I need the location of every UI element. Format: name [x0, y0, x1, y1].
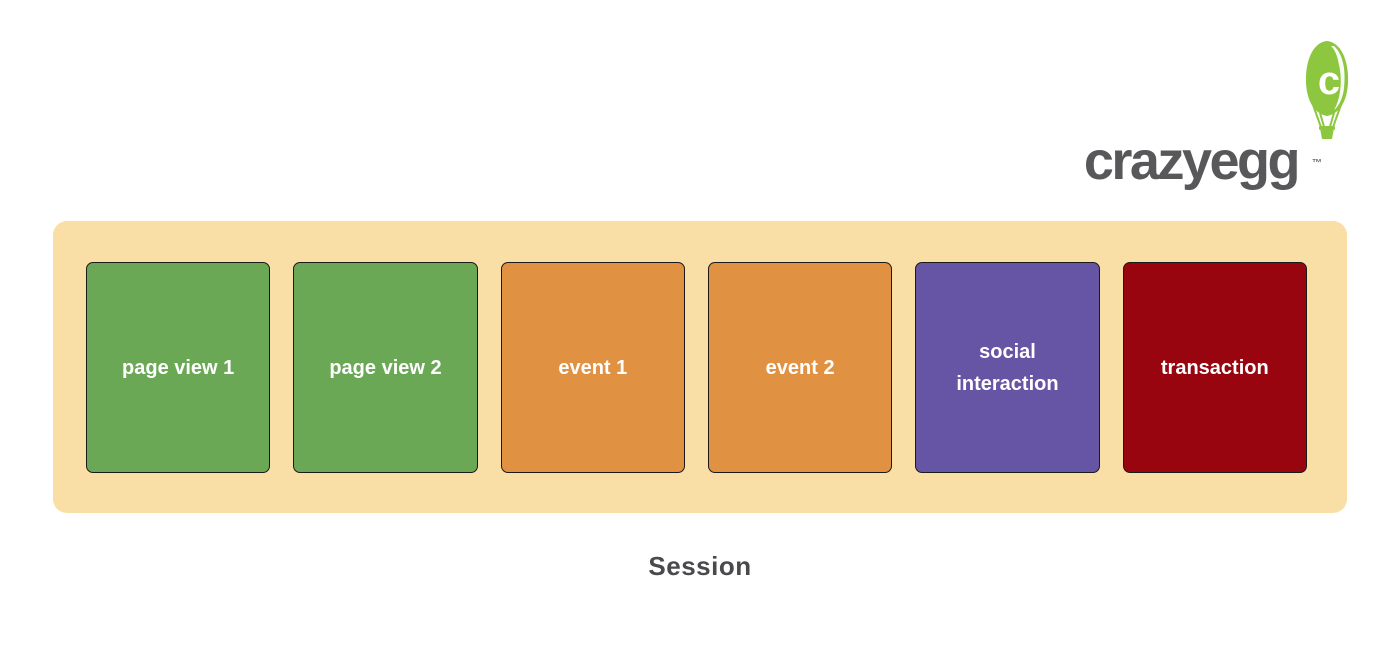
box-social-interaction: social interaction: [915, 262, 1100, 473]
session-container: page view 1 page view 2 event 1 event 2 …: [53, 221, 1347, 513]
crazyegg-logo: c crazyegg ™: [1083, 40, 1356, 191]
session-caption: Session: [648, 551, 752, 581]
box-event-1: event 1: [500, 262, 685, 473]
box-page-view-2: page view 2: [293, 262, 478, 473]
box-page-view-1: page view 1: [86, 262, 271, 473]
crazyegg-wordmark: crazyegg: [1083, 131, 1301, 191]
box-transaction: transaction: [1122, 262, 1307, 473]
trademark-symbol: ™: [1312, 158, 1322, 169]
box-event-2: event 2: [707, 262, 893, 473]
svg-text:c: c: [1318, 59, 1340, 103]
hot-air-balloon-icon: c: [1305, 41, 1349, 139]
